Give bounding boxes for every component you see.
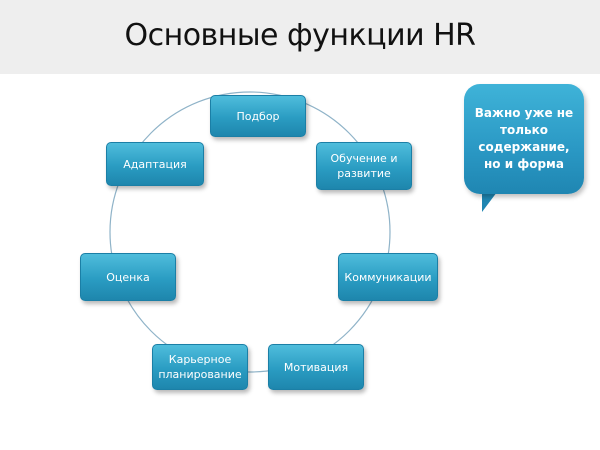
node-label: Коммуникации [344,270,432,284]
node-podbor: Подбор [210,95,306,137]
node-obuchenie: Обучение и развитие [316,142,412,190]
node-ocenka: Оценка [80,253,176,301]
node-kommunikacii: Коммуникации [338,253,438,301]
node-motivaciya: Мотивация [268,344,364,390]
node-label: Обучение и развитие [330,152,398,180]
node-label: Мотивация [283,360,349,374]
node-adaptaciya: Адаптация [106,142,204,186]
node-karernoe: Карьерное планирование [152,344,248,390]
node-label: Адаптация [123,157,187,171]
title-bar [0,0,600,74]
node-label: Подбор [236,109,280,123]
page-title: Основные функции HR [124,18,476,53]
node-label: Оценка [106,270,150,284]
callout-bubble: Важно уже не только содержание, но и фор… [464,84,584,194]
node-label: Карьерное планирование [158,353,242,381]
callout-text: Важно уже не только содержание, но и фор… [474,106,574,171]
